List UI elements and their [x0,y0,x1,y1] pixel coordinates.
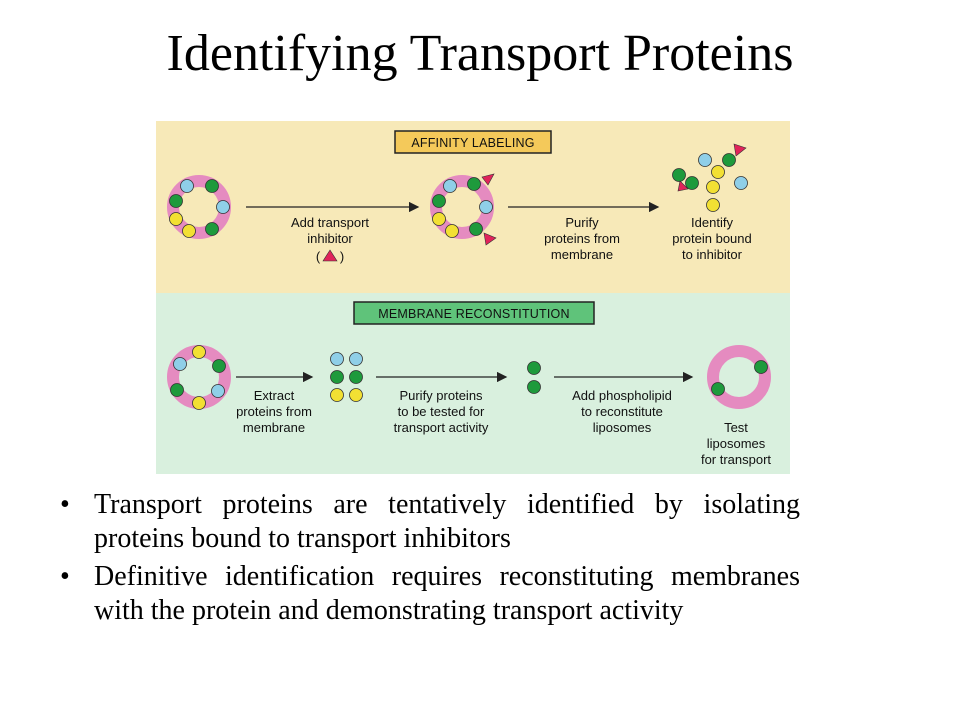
slide-title: Identifying Transport Proteins [166,25,794,82]
svg-text:Test: Test [724,420,748,435]
svg-text:proteins from: proteins from [544,231,620,246]
svg-text:MEMBRANE RECONSTITUTION: MEMBRANE RECONSTITUTION [378,307,569,321]
svg-text:Add transport: Add transport [291,215,369,230]
vesicle-with-bound-inhibitor [430,173,497,246]
vesicle-with-proteins [167,175,231,239]
bullet-list: • Transport proteins are tentatively ide… [60,488,800,632]
bullet-item: • Transport proteins are tentatively ide… [60,488,800,556]
bullet-dot-icon: • [60,561,70,592]
svg-text:to be tested for: to be tested for [398,404,485,419]
bullet-text: Definitive identification requires recon… [94,561,800,626]
svg-text:liposomes: liposomes [707,436,766,451]
step-purify-for-testing: Purify proteins to be tested for transpo… [394,388,489,435]
reconstitution-label-box: MEMBRANE RECONSTITUTION [353,301,595,325]
svg-text:for transport: for transport [701,452,771,467]
svg-text:Extract: Extract [254,388,295,403]
svg-text:AFFINITY LABELING: AFFINITY LABELING [411,136,534,150]
affinity-label-box: AFFINITY LABELING [394,130,552,154]
step-purify-proteins: Purify proteins from membrane [544,215,620,262]
purified-green-proteins [527,361,541,394]
svg-text:proteins from: proteins from [236,404,312,419]
extracted-proteins [330,352,363,402]
inhibitor-triangle-icon [322,249,338,262]
svg-text:membrane: membrane [243,420,305,435]
bullet-dot-icon: • [60,489,70,520]
bullet-item: • Definitive identification requires rec… [60,560,800,628]
svg-text:): ) [340,249,344,264]
step-identify-protein: Identify protein bound to inhibitor [672,215,752,262]
svg-text:membrane: membrane [551,247,613,262]
bullet-text: Transport proteins are tentatively ident… [94,489,800,554]
purified-proteins [672,143,748,212]
svg-text:protein bound: protein bound [672,231,752,246]
svg-text:to reconstitute: to reconstitute [581,404,663,419]
svg-text:to inhibitor: to inhibitor [682,247,743,262]
reconstituted-liposome [707,345,771,409]
step-add-inhibitor: Add transport inhibitor ( ) [291,215,369,264]
svg-text:transport activity: transport activity [394,420,489,435]
transport-diagram: AFFINITY LABELING Add transport inhibito… [156,121,790,474]
step-add-phospholipid: Add phospholipid to reconstitute liposom… [572,388,672,435]
svg-text:(: ( [316,249,321,264]
svg-text:liposomes: liposomes [593,420,652,435]
vesicle-with-proteins [167,345,231,410]
svg-text:inhibitor: inhibitor [307,231,353,246]
step-test-liposomes: Test liposomes for transport [701,420,771,467]
svg-text:Identify: Identify [691,215,733,230]
svg-text:Add phospholipid: Add phospholipid [572,388,672,403]
svg-text:Purify proteins: Purify proteins [399,388,483,403]
step-extract-proteins: Extract proteins from membrane [236,388,312,435]
svg-text:Purify: Purify [565,215,599,230]
